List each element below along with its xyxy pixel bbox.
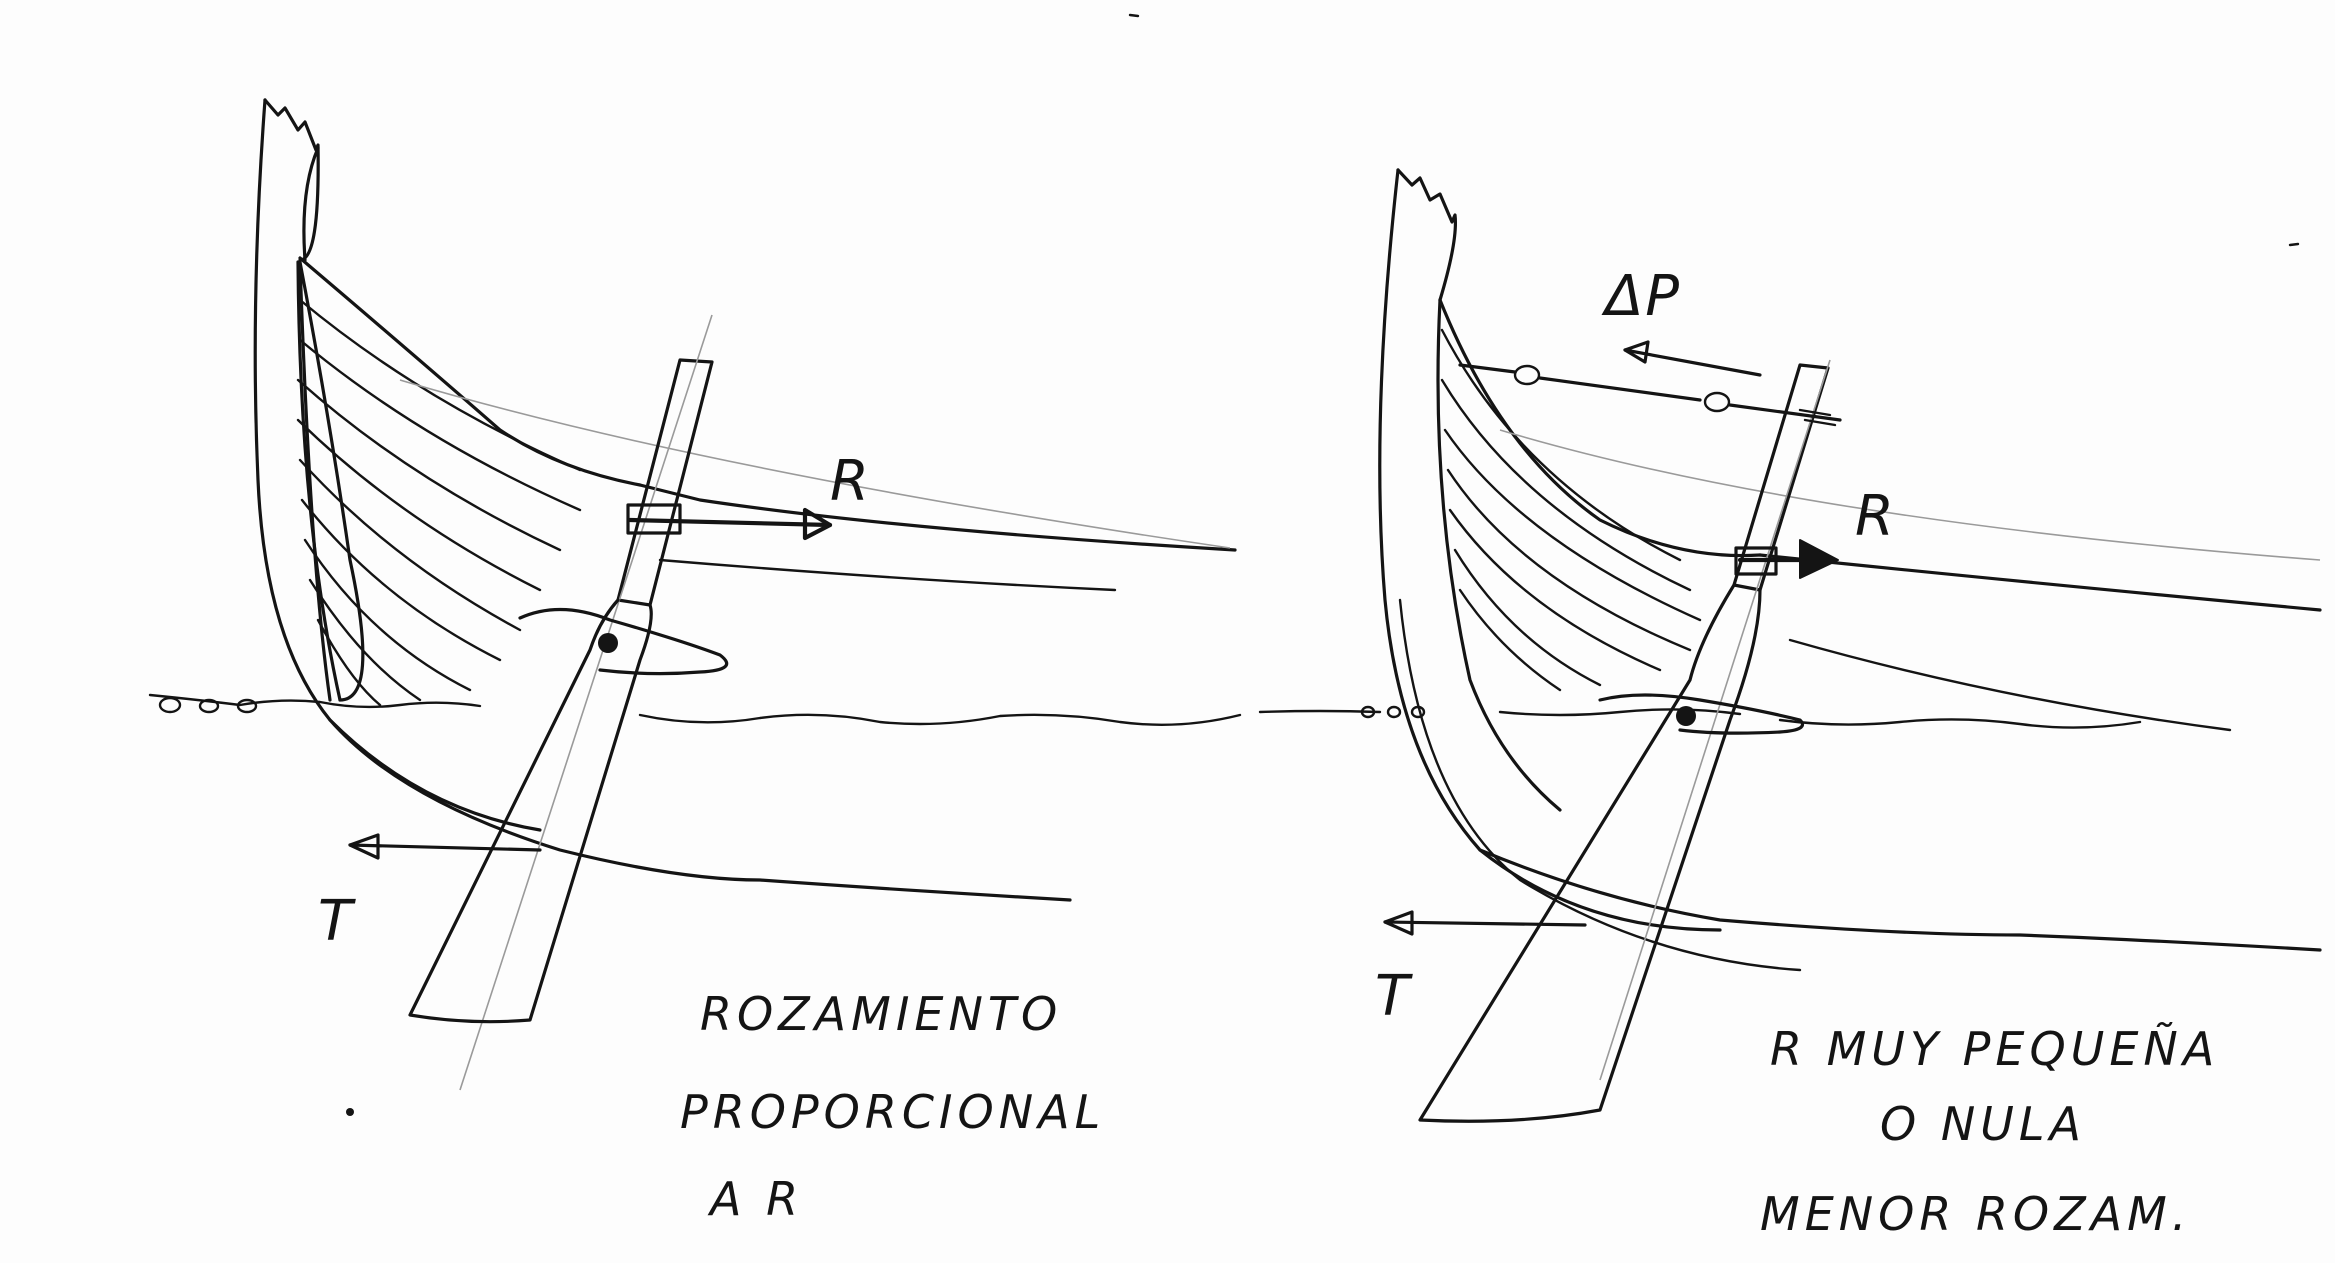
right-hull-keel — [1478, 848, 2322, 952]
right-sheer-line-2 — [1788, 638, 2232, 732]
right-stock-axis — [1599, 359, 1831, 1081]
left-label-r: R — [830, 449, 871, 514]
right-stray-mark — [1128, 13, 2300, 247]
left-hull-bottom — [298, 260, 365, 702]
right-hull-planks — [1440, 328, 1702, 692]
left-note-line-3: A R — [707, 1172, 803, 1226]
left-t-arrow-shaft — [348, 843, 542, 852]
left-waterline — [148, 693, 1242, 726]
right-stern-inner — [1436, 298, 1562, 812]
right-note-line-2: O NULA — [1880, 1097, 2086, 1151]
right-waterline-bubbles — [1360, 705, 1426, 719]
right-waterline — [1258, 708, 2142, 729]
left-waterline-bubbles — [158, 696, 258, 714]
left-hull-planks — [296, 298, 582, 707]
right-tiller — [1598, 693, 1805, 735]
left-stern-post — [253, 98, 542, 832]
right-stern-post — [1378, 168, 1722, 932]
right-dp-clip — [1798, 408, 1837, 427]
left-hull-keel — [328, 718, 1072, 902]
right-sheer-faint — [1499, 429, 2321, 561]
left-pivot — [598, 633, 618, 653]
right-sheer-line — [1758, 553, 2322, 612]
right-rudder-blade — [1418, 583, 1762, 1123]
right-pivot — [1676, 706, 1696, 726]
right-note-line-1: R MUY PEQUEÑA — [1770, 1022, 2219, 1076]
left-note-line-2: PROPORCIONAL — [680, 1085, 1105, 1139]
right-note-line-3: MENOR ROZAM. — [1760, 1187, 2191, 1241]
left-stern-inner — [296, 146, 342, 702]
right-label-delta-p: ΔP — [1601, 264, 1681, 329]
left-gunwale — [298, 256, 642, 487]
right-hull-keel-2 — [1398, 598, 1802, 972]
right-boat-sketch — [1128, 13, 2322, 1123]
right-dp-node-2 — [1703, 391, 1731, 413]
left-sheer-line-2 — [658, 558, 1117, 592]
left-r-bracket — [626, 503, 682, 535]
left-sheer-faint — [399, 379, 1231, 549]
right-dp-arrow-head — [1623, 340, 1650, 364]
right-dp-node-1 — [1513, 364, 1541, 386]
left-rudder-blade — [408, 598, 653, 1024]
left-t-arrow-head — [348, 833, 380, 860]
right-label-r: R — [1855, 484, 1896, 549]
right-t-arrow-shaft — [1383, 920, 1587, 927]
left-stern-top — [263, 98, 320, 262]
right-dp-rod — [1458, 363, 1842, 422]
left-sheer-line — [638, 483, 1237, 552]
left-label-t: T — [318, 889, 356, 954]
right-r-arrow-head — [1799, 539, 1839, 579]
left-stray-dot — [346, 1108, 354, 1116]
right-t-arrow-head — [1383, 910, 1414, 936]
left-r-arrow-shaft — [627, 517, 833, 528]
left-note-line-1: ROZAMIENTO — [700, 987, 1062, 1041]
right-stern-top — [1396, 168, 1457, 302]
left-boat-sketch — [148, 98, 1242, 1116]
left-stock-axis — [459, 314, 713, 1091]
left-r-arrow-head — [802, 507, 833, 541]
right-gunwale — [1438, 298, 1762, 558]
right-label-t: T — [1375, 964, 1413, 1029]
left-tiller — [518, 607, 729, 676]
